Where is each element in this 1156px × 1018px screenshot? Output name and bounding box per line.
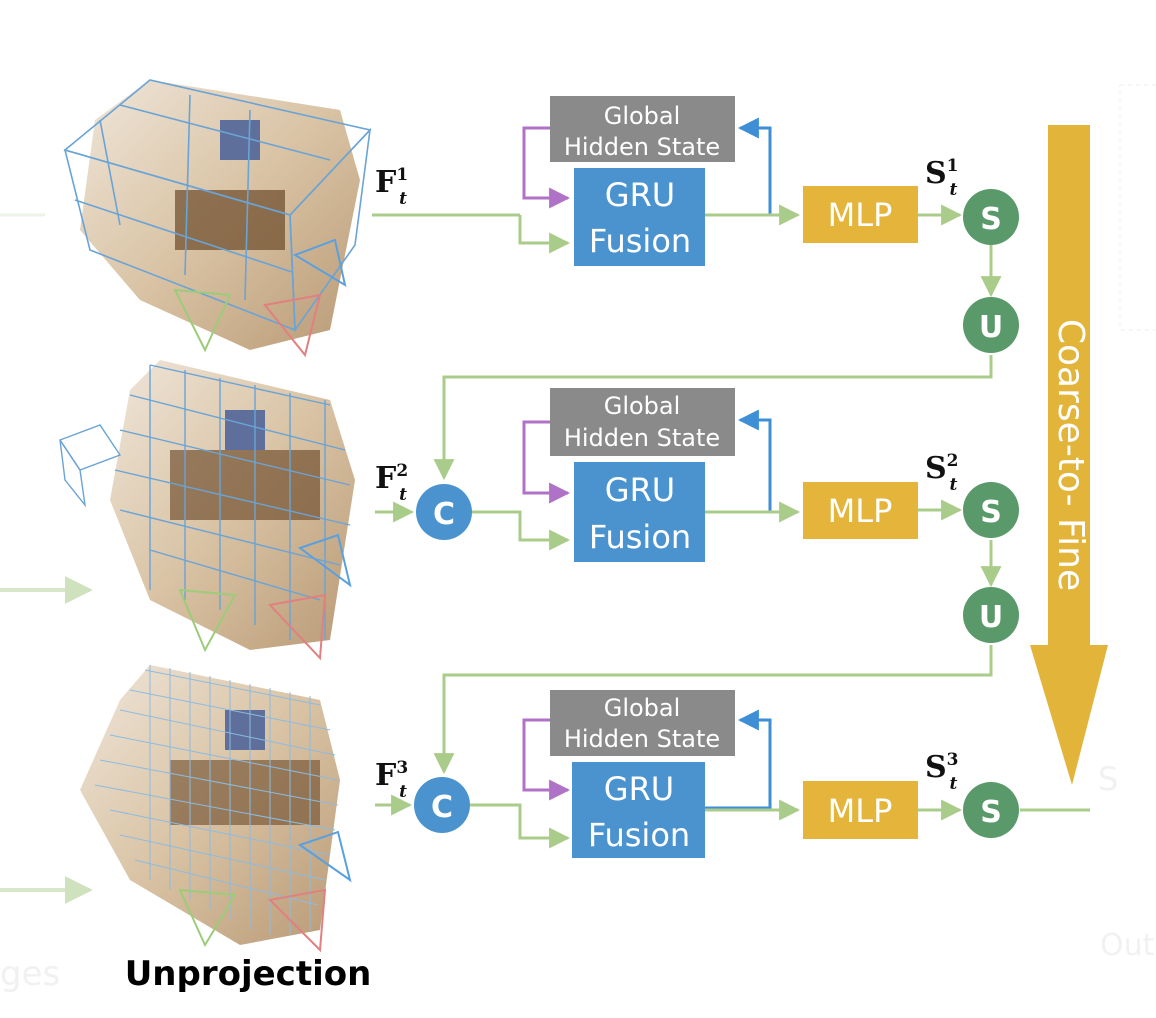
faded-background: ges S Out xyxy=(0,84,1156,994)
gru-fusion-2 xyxy=(574,462,705,562)
mlp-3-label: MLP xyxy=(828,792,893,830)
concat-node-2 xyxy=(416,484,472,540)
mlp-1 xyxy=(803,186,918,243)
room-voxel-fine xyxy=(80,665,352,953)
gru-fusion-2-line2: Fusion xyxy=(589,518,691,556)
global-hidden-state-1 xyxy=(550,96,735,162)
gru-fusion-1-line2: Fusion xyxy=(589,222,691,260)
concat-node-3 xyxy=(414,777,470,833)
hidden-state-1-line2: Hidden State xyxy=(564,133,720,161)
coarse-to-fine-arrow: Coarse-to- Fine xyxy=(1030,125,1108,785)
unprojection-caption: Unprojection xyxy=(125,954,372,994)
sparsify-node-2 xyxy=(963,482,1019,538)
gru-fusion-2-line1: GRU xyxy=(605,471,675,509)
hidden-state-3-line2: Hidden State xyxy=(564,725,720,753)
sparsify-node-2-label: S xyxy=(980,495,1002,530)
concat-node-3-label: C xyxy=(431,790,453,825)
faded-left-text: ges xyxy=(0,954,60,994)
sparsify-node-3-label: S xyxy=(980,795,1002,830)
mlp-3 xyxy=(803,781,918,839)
gru-fusion-3-line2: Fusion xyxy=(588,816,690,854)
global-hidden-state-3 xyxy=(550,690,735,756)
hidden-state-2-line2: Hidden State xyxy=(564,424,720,452)
mlp-2-label: MLP xyxy=(828,492,893,530)
upsample-node-2 xyxy=(963,587,1019,643)
hidden-state-3-line1: Global xyxy=(604,694,681,722)
concat-node-2-label: C xyxy=(433,497,455,532)
faded-right-top-text: S xyxy=(1098,760,1118,798)
gru-fusion-3 xyxy=(572,762,705,858)
sparsify-node-1 xyxy=(963,189,1019,245)
mlp-1-label: MLP xyxy=(828,196,893,234)
hidden-state-1-line1: Global xyxy=(604,102,681,130)
upsample-node-1 xyxy=(963,297,1019,353)
sparsify-node-3 xyxy=(963,782,1019,838)
faded-right-bottom-text: Out xyxy=(1100,928,1155,963)
upsample-node-2-label: U xyxy=(979,600,1003,635)
coarse-to-fine-label: Coarse-to- Fine xyxy=(1050,319,1091,591)
gru-fusion-1-line1: GRU xyxy=(605,176,675,214)
upsample-node-1-label: U xyxy=(979,310,1003,345)
global-hidden-state-2 xyxy=(550,388,735,456)
gru-fusion-1 xyxy=(574,168,705,266)
mlp-2 xyxy=(803,482,918,539)
hidden-state-2-line1: Global xyxy=(604,392,681,420)
room-voxel-medium xyxy=(58,360,355,661)
room-voxel-coarse xyxy=(63,79,372,358)
gru-fusion-3-line1: GRU xyxy=(604,770,674,808)
sparsify-node-1-label: S xyxy=(980,202,1002,237)
